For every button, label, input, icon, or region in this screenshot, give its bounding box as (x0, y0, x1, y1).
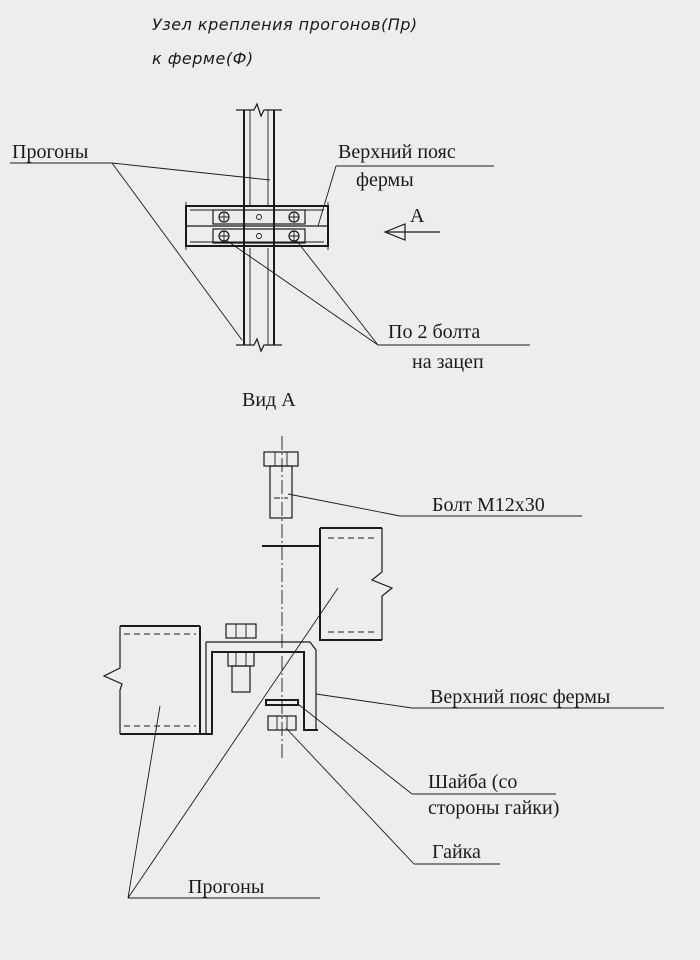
washer-nut (265, 699, 299, 731)
label-bolt: Болт М12х30 (432, 494, 545, 516)
label-washer-2: стороны гайки) (428, 797, 559, 819)
label-arrow-a: А (410, 205, 425, 227)
bolt-upper (263, 451, 299, 519)
title-line-1: Узел крепления прогонов(Пр) (152, 15, 418, 34)
label-bolts-1: По 2 болта (388, 321, 480, 343)
purlin-right (262, 527, 394, 641)
label-top-chord-plan-2: фермы (356, 169, 414, 191)
section-view: Болт М12х30 Верхний пояс фермы Шайба (со… (102, 436, 664, 899)
plan-view: Прогоны Верхний пояс фермы А По 2 болта … (10, 102, 530, 373)
label-purlins-plan: Прогоны (12, 141, 88, 163)
truss-top-chord-section (200, 641, 318, 735)
purlins-plan (185, 202, 329, 250)
label-top-chord-section: Верхний пояс фермы (430, 686, 610, 708)
label-bolts-2: на зацеп (412, 351, 484, 373)
view-a-title: Вид А (242, 389, 296, 411)
truss-chord-vertical (236, 102, 282, 353)
bolt-lower (225, 623, 257, 693)
view-arrow-a: А (383, 205, 440, 241)
label-washer-1: Шайба (со (428, 771, 517, 793)
purlin-left (102, 625, 201, 735)
title-line-2: к ферме(Ф) (152, 49, 254, 68)
label-nut: Гайка (432, 841, 481, 863)
bolts-plan (218, 211, 300, 242)
label-top-chord-plan-1: Верхний пояс (338, 141, 456, 163)
label-purlins-section: Прогоны (188, 876, 264, 898)
